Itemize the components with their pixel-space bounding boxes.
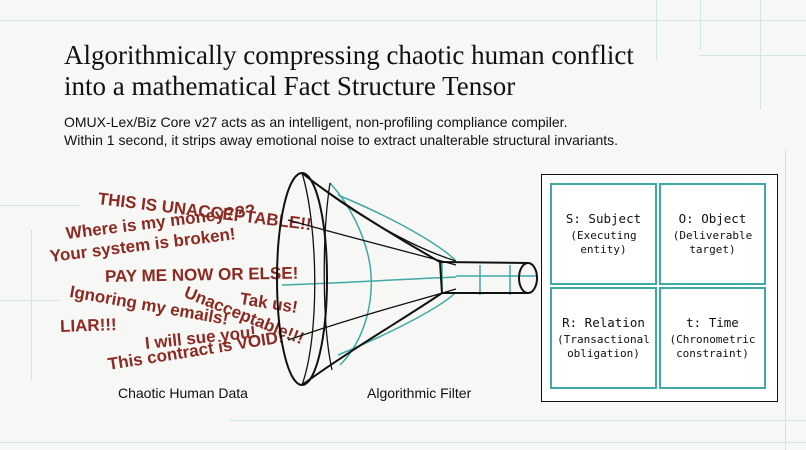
funnel-grid-line (301, 172, 316, 386)
page-subtitle: OMUX-Lex/Biz Core v27 acts as an intelli… (64, 113, 764, 149)
grid-line (700, 0, 701, 50)
title-line: Algorithmically compressing chaotic huma… (64, 40, 634, 70)
grid-line (31, 230, 32, 380)
funnel-grid-line (301, 172, 457, 262)
chaotic-data-caption: Chaotic Human Data (118, 385, 248, 401)
cell-heading: R: Relation (562, 315, 645, 330)
grid-line (230, 420, 806, 421)
subtitle-line: OMUX-Lex/Biz Core v27 acts as an intelli… (64, 114, 568, 130)
chaos-phrase: LIAR!!! (59, 315, 117, 336)
grid-line (0, 300, 60, 301)
cell-desc: obligation) (567, 347, 640, 360)
funnel-grid-line (329, 182, 372, 366)
cell-desc: constraint) (676, 347, 749, 360)
funnel-grid-line (337, 194, 456, 261)
cell-desc: entity) (580, 243, 627, 256)
cell-desc: (Deliverable (672, 229, 753, 242)
tensor-cell-object: O: Object (Deliverable target) (659, 183, 766, 285)
cell-heading: S: Subject (565, 211, 642, 226)
grid-line (0, 205, 80, 206)
grid-line (0, 20, 806, 21)
grid-line (0, 442, 806, 443)
tensor-cell-subject: S: Subject (Executing entity) (550, 183, 657, 285)
funnel-tube-end (518, 262, 538, 294)
cell-heading: t: Time (686, 315, 739, 330)
page-title: Algorithmically compressing chaotic huma… (64, 40, 704, 102)
funnel-tube (439, 261, 529, 294)
cell-desc: (Executing (570, 229, 637, 242)
tensor-cell-relation: R: Relation (Transactional obligation) (550, 287, 657, 389)
funnel-mouth (276, 172, 328, 386)
cell-desc: target) (689, 243, 736, 256)
cell-desc: (Transactional (557, 333, 650, 346)
grid-line (700, 55, 806, 56)
funnel-diagram (276, 172, 538, 386)
grid-line (785, 150, 786, 450)
subtitle-line: Within 1 second, it strips away emotiona… (64, 132, 619, 148)
filter-caption: Algorithmic Filter (367, 385, 472, 401)
funnel-grid-line (323, 182, 333, 371)
funnel-grid-line (281, 276, 457, 286)
fact-structure-tensor: S: Subject (Executing entity) O: Object … (541, 174, 778, 402)
title-line: into a mathematical Fact Structure Tenso… (64, 71, 516, 101)
funnel-cone (301, 172, 443, 386)
cell-desc: (Chronometric (669, 333, 756, 346)
grid-line (656, 0, 657, 60)
tensor-cell-time: t: Time (Chronometric constraint) (659, 287, 766, 389)
cell-heading: O: Object (678, 211, 747, 226)
